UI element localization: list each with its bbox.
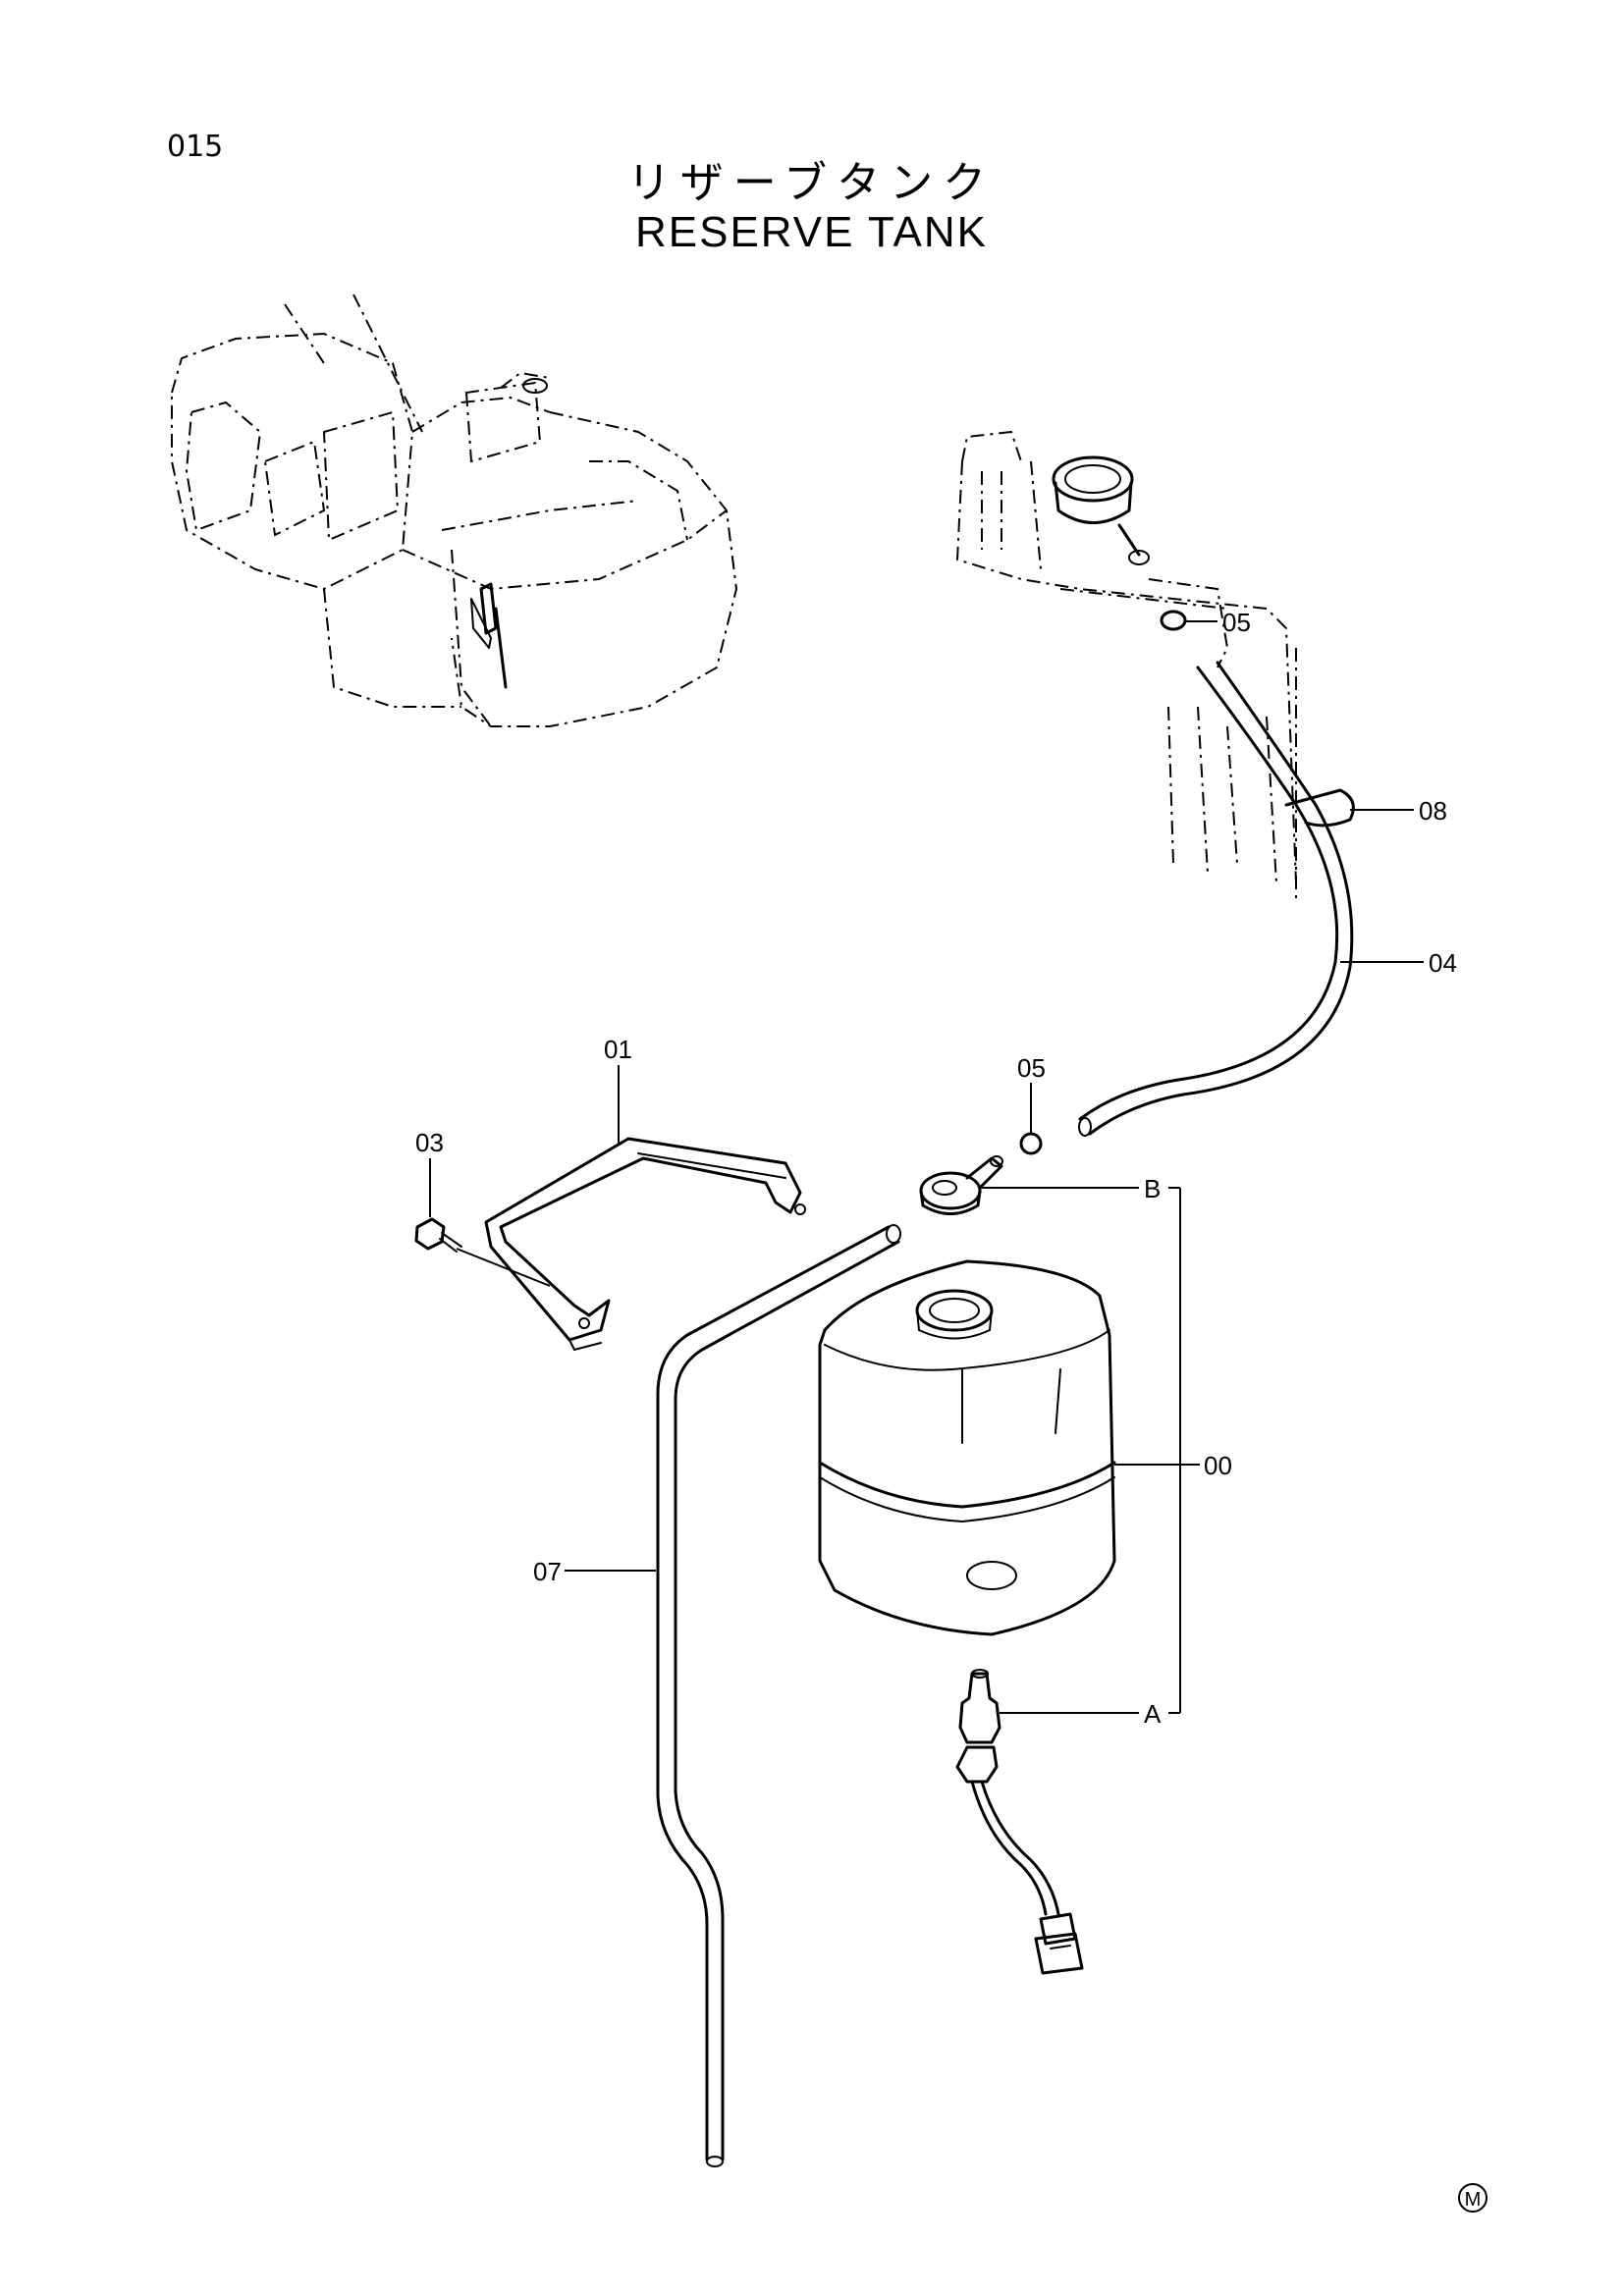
m-mark-letter: M <box>1465 2189 1482 2211</box>
callout-03: 03 <box>415 1128 444 1157</box>
leader-lines <box>429 620 1424 1714</box>
callout-05-mid: 05 <box>1017 1053 1046 1083</box>
callout-04: 04 <box>1429 948 1457 978</box>
cap <box>919 1155 1003 1215</box>
title-english: RESERVE TANK <box>634 208 988 256</box>
page-number: 015 <box>167 130 224 164</box>
excavator-overview <box>171 294 738 727</box>
callout-01: 01 <box>604 1035 632 1064</box>
callout-07: 07 <box>533 1557 562 1586</box>
level-switch <box>955 1669 1084 1975</box>
callout-B: B <box>1144 1174 1161 1203</box>
callout-05-top: 05 <box>1222 608 1251 637</box>
bolt <box>414 1217 551 1287</box>
callout-A: A <box>1144 1699 1162 1729</box>
callout-00: 00 <box>1204 1451 1232 1480</box>
radiator-outline <box>955 430 1355 1137</box>
stay-bracket <box>484 1137 806 1351</box>
reserve-tank <box>818 1259 1116 1636</box>
overflow-hose <box>656 1224 901 2167</box>
m-mark: M <box>1458 2183 1488 2213</box>
hose-clamp <box>1019 1132 1043 1155</box>
title-japanese: リザーブタンク <box>626 158 997 208</box>
callout-08: 08 <box>1419 796 1447 826</box>
